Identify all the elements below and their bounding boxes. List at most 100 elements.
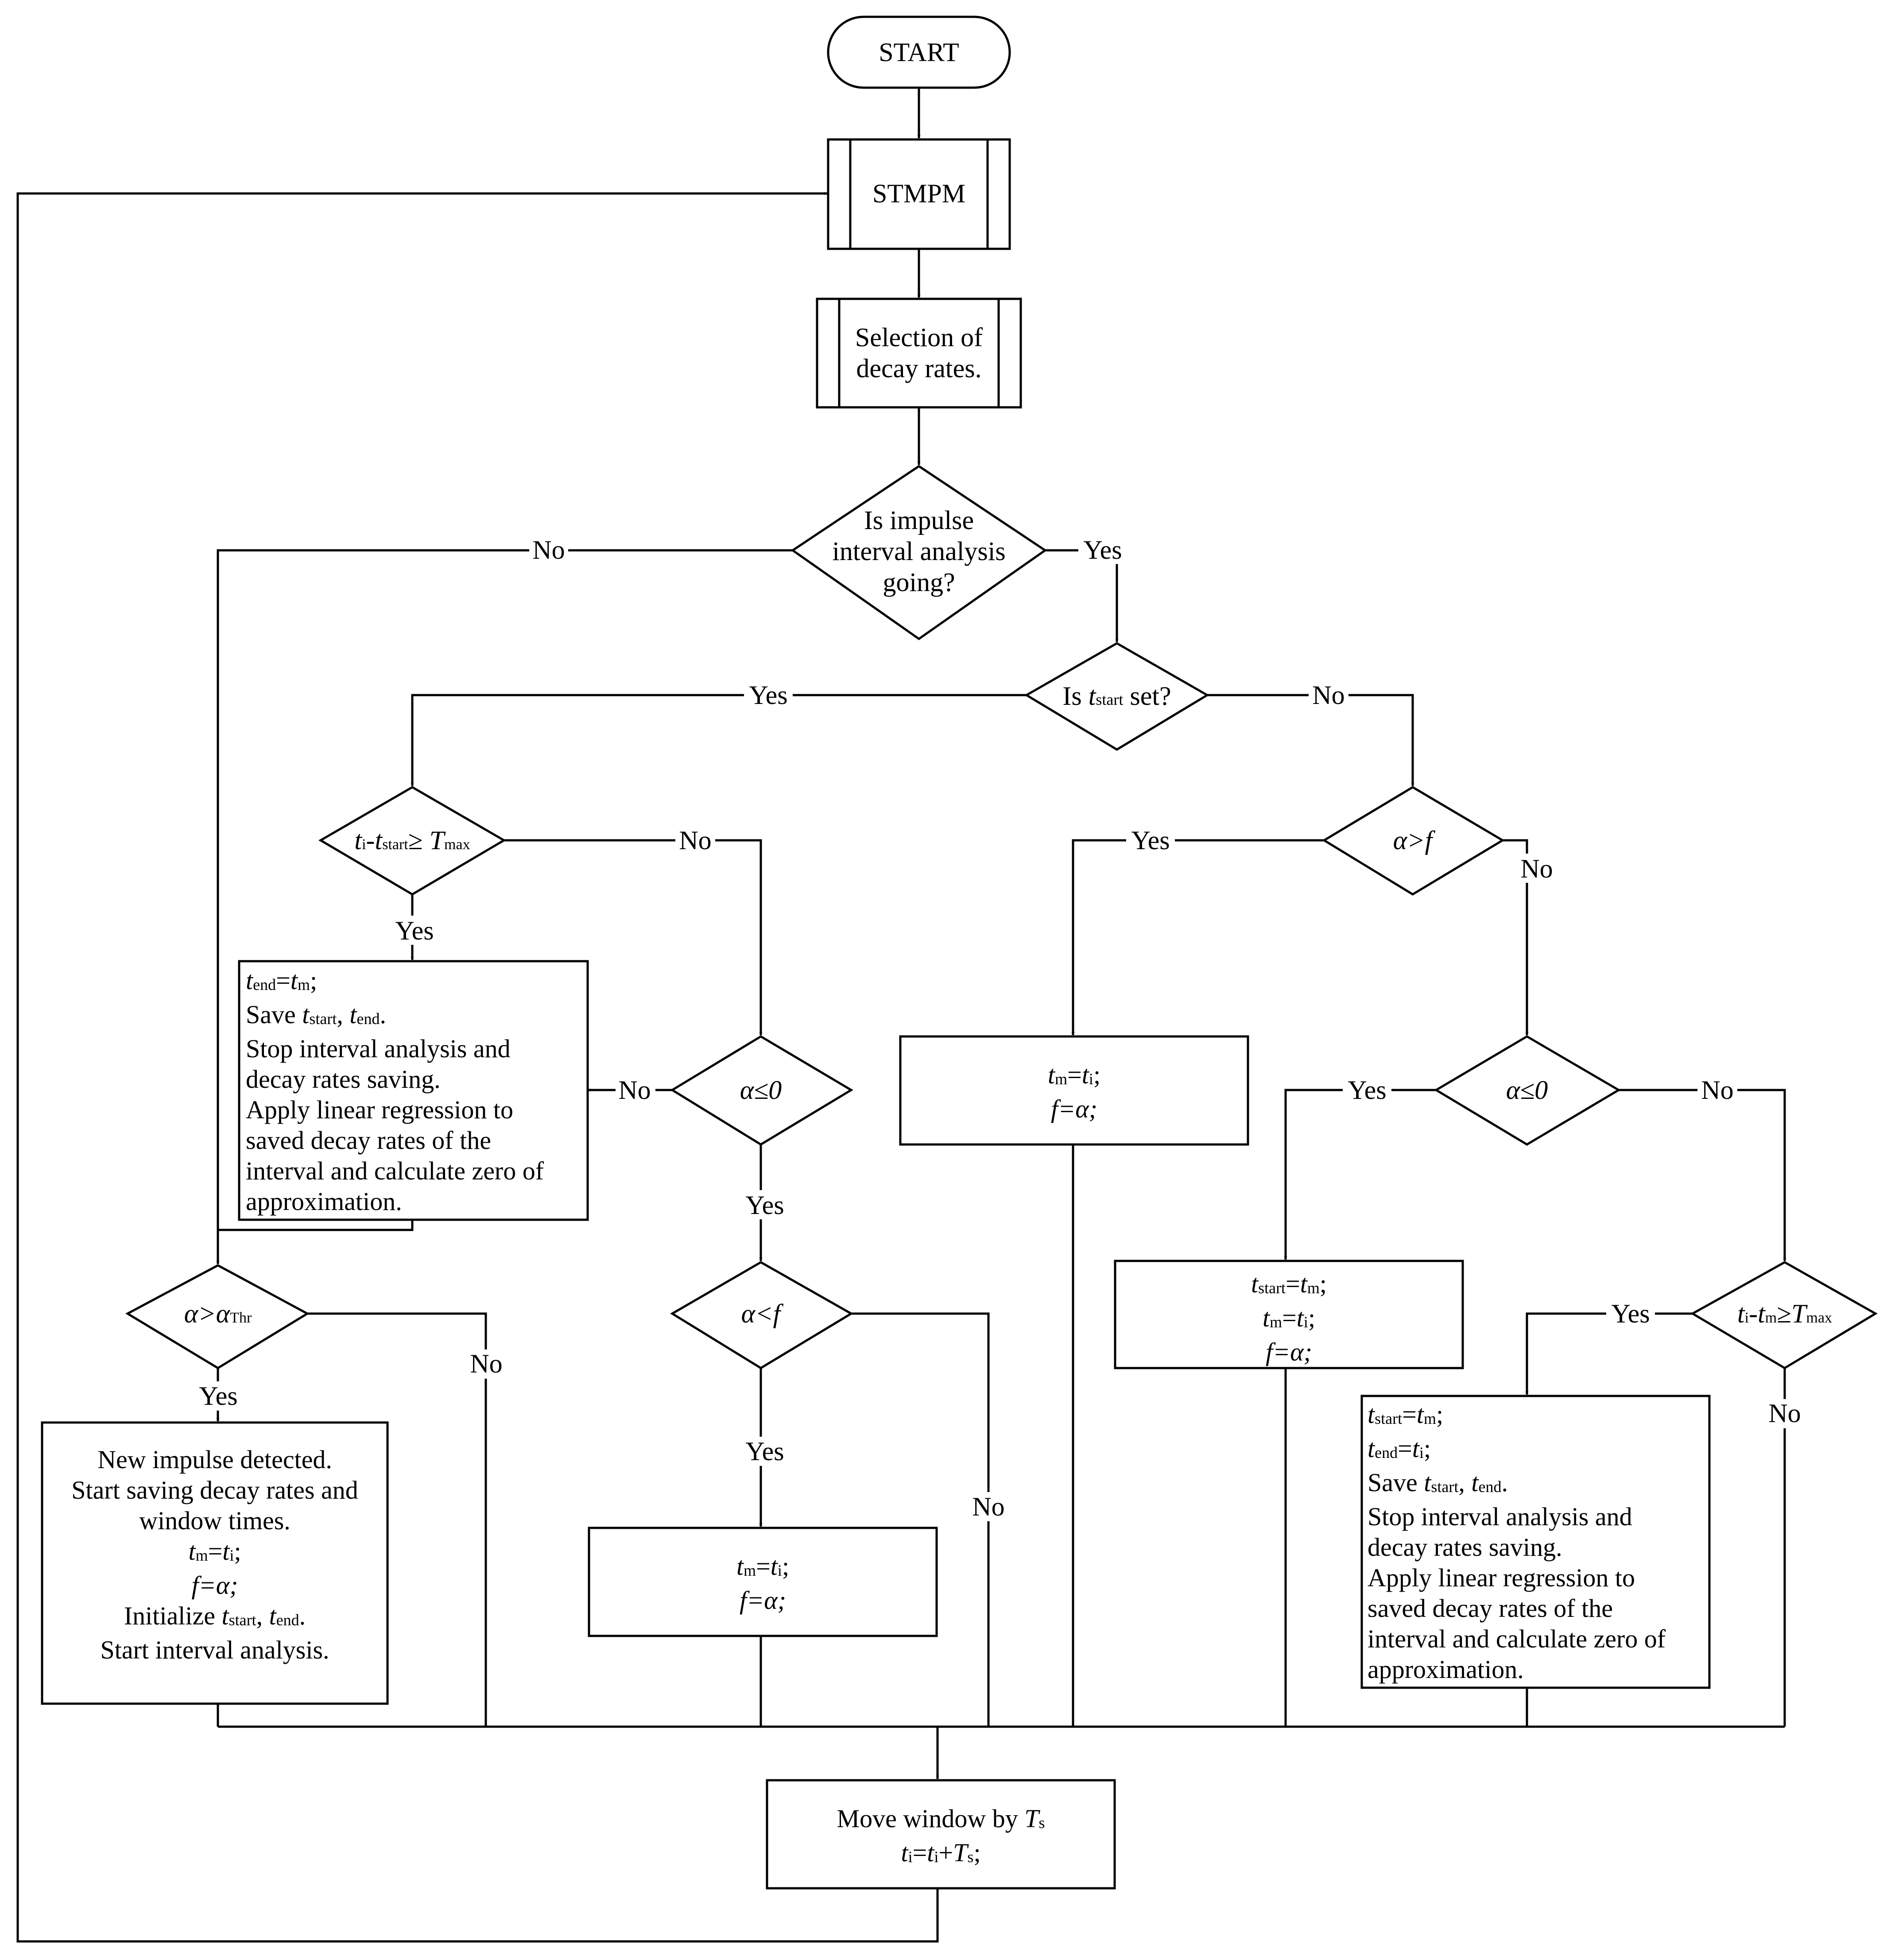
decision-interval-shape xyxy=(790,464,1047,641)
box-tm-ti-mid: tm=ti; f=α; xyxy=(589,1551,937,1616)
decision-interval-line-2: interval analysis xyxy=(832,537,1006,566)
box-tm-ti-center-line-2: f=α; xyxy=(1050,1094,1097,1123)
line-tstart-no xyxy=(1207,694,1414,786)
box-new-impulse-line-1: New impulse detected. xyxy=(97,1445,332,1474)
box-stop-left-line-5: Apply linear regression to xyxy=(246,1095,514,1124)
label-alpha-lt-f-no: No xyxy=(972,1492,1004,1521)
box-tm-ti-mid-line-1: tm=ti; xyxy=(736,1552,790,1581)
label-interval-no: No xyxy=(532,535,565,564)
decision-alpha-gt-f-shape xyxy=(1322,786,1505,896)
stmpm-label: STMPM xyxy=(872,179,965,208)
label-tmax-left-no: No xyxy=(679,826,711,855)
box-tm-ti-center: tm=ti; f=α; xyxy=(900,1059,1248,1124)
box-stop-left-line-8: approximation. xyxy=(246,1187,402,1216)
decision-alpha-le0-left-label: α≤0 xyxy=(740,1075,782,1105)
box-tstart-tm-line-1: tstart=tm; xyxy=(1251,1269,1327,1298)
box-stop-right-line-5: decay rates saving. xyxy=(1368,1533,1562,1562)
box-move-window: Move window by Ts ti=ti+Ts; xyxy=(767,1803,1115,1871)
box-stop-right-line-7: saved decay rates of the xyxy=(1368,1594,1613,1623)
line-alpha-gt-f-yes xyxy=(1071,839,1324,1035)
box-new-impulse-line-5: f=α; xyxy=(191,1571,238,1600)
box-new-impulse-shape xyxy=(41,1421,389,1705)
box-tstart-shape xyxy=(1114,1260,1464,1369)
box-stop-right-line-2: tend=ti; xyxy=(1368,1434,1431,1463)
box-new-impulse-line-2: Start saving decay rates and xyxy=(71,1476,358,1504)
box-stop-right-shape xyxy=(1360,1395,1711,1689)
selection-line-1: Selection of xyxy=(855,323,983,352)
label-alpha-gt-f-no: No xyxy=(1520,854,1553,883)
line-interval-no xyxy=(216,549,793,1264)
decision-alpha-le0-right-shape xyxy=(1434,1035,1621,1146)
stmpm-process xyxy=(827,138,1011,250)
branch-labels: No Yes Yes No No Yes Yes No No Yes Yes N… xyxy=(195,535,1805,1521)
label-tmax-right-yes: Yes xyxy=(1611,1299,1650,1328)
label-alpha-le0-right-no: No xyxy=(1701,1075,1733,1105)
box-new-impulse-line-4: tm=ti; xyxy=(188,1537,241,1566)
box-tm-ti-mid-line-2: f=α; xyxy=(739,1586,786,1615)
decision-alpha-gt-f-label: α>f xyxy=(1393,826,1436,855)
box-move-line-2: ti=ti+Ts; xyxy=(901,1838,981,1867)
box-stop-right-line-9: approximation. xyxy=(1368,1655,1524,1684)
decision-alpha-le0-left-shape xyxy=(670,1035,853,1146)
label-alpha-gt-f-yes: Yes xyxy=(1131,826,1170,855)
decision-alpha-le0-right-label: α≤0 xyxy=(1506,1075,1548,1105)
selection-process xyxy=(816,298,1022,409)
label-alpha-thr-no: No xyxy=(470,1349,502,1378)
decision-tmax-left-label: ti-tstart≥ Tmax xyxy=(354,826,470,855)
box-stop-right-line-1: tstart=tm; xyxy=(1368,1400,1444,1429)
box-stop-left-line-2: Save tstart, tend. xyxy=(246,1000,386,1029)
start-label: START xyxy=(879,38,959,67)
box-move-line-1: Move window by Ts xyxy=(837,1804,1045,1833)
decision-alpha-thr-label: α>αThr xyxy=(184,1299,252,1328)
line-alpha-thr-no xyxy=(307,1312,487,1727)
box-tstart-tm-line-2: tm=ti; xyxy=(1262,1303,1316,1332)
start-terminal xyxy=(827,15,1011,89)
box-stop-right-line-3: Save tstart, tend. xyxy=(1368,1468,1508,1497)
shapes xyxy=(41,15,1878,1890)
label-interval-yes: Yes xyxy=(1083,535,1122,564)
label-alpha-le0-right-yes: Yes xyxy=(1348,1075,1386,1105)
box-stop-left-line-3: Stop interval analysis and xyxy=(246,1034,511,1063)
decision-alpha-lt-f-label: α<f xyxy=(741,1299,784,1328)
label-alpha-thr-yes: Yes xyxy=(199,1381,237,1411)
label-tmax-right-no: No xyxy=(1768,1399,1801,1428)
box-new-impulse: New impulse detected. Start saving decay… xyxy=(42,1444,387,1665)
box-new-impulse-line-3: window times. xyxy=(139,1506,291,1535)
line-alpha-gt-f-no xyxy=(1503,839,1529,1035)
line-tmax-left-no xyxy=(504,839,763,1035)
decision-tmax-right-shape xyxy=(1690,1261,1878,1369)
decision-tmax-right-label: ti-tm≥Tmax xyxy=(1737,1299,1832,1328)
decision-tstart-label: Is tstart set? xyxy=(1062,681,1171,711)
line-alpha-lt-f-no xyxy=(851,1312,990,1727)
loop-back-line xyxy=(16,192,939,1943)
box-stop-right-line-4: Stop interval analysis and xyxy=(1368,1502,1632,1531)
box-move-shape xyxy=(766,1779,1116,1890)
box-tstart-tm-line-3: f=α; xyxy=(1265,1338,1312,1366)
label-tstart-yes: Yes xyxy=(749,680,787,710)
line-alpha-le0-right-yes xyxy=(1284,1089,1436,1260)
decision-alpha-lt-f-shape xyxy=(670,1261,853,1369)
selection-line-2: decay rates. xyxy=(856,354,981,383)
label-tmax-left-yes: Yes xyxy=(395,916,434,945)
box-tstart-tm: tstart=tm; tm=ti; f=α; xyxy=(1115,1268,1463,1367)
box-new-impulse-line-7: Start interval analysis. xyxy=(100,1635,329,1664)
decision-interval-line-1: Is impulse xyxy=(864,506,974,535)
box-stop-right-line-6: Apply linear regression to xyxy=(1368,1563,1635,1592)
decision-tmax-left-shape xyxy=(318,786,506,896)
box-stop-left-line-4: decay rates saving. xyxy=(246,1065,441,1094)
box-stop-left: tend=tm; Save tstart, tend. Stop interva… xyxy=(246,965,585,1217)
box-stop-left-line-1: tend=tm; xyxy=(246,966,318,995)
box-stop-left-line-7: interval and calculate zero of xyxy=(246,1156,544,1185)
box-stop-left-shape xyxy=(238,960,589,1221)
label-tstart-no: No xyxy=(1312,680,1344,710)
box-stop-right-line-8: interval and calculate zero of xyxy=(1368,1624,1666,1653)
box-stop-left-line-6: saved decay rates of the xyxy=(246,1126,491,1155)
box-stop-right: tstart=tm; tend=ti; Save tstart, tend. S… xyxy=(1368,1399,1706,1685)
box-tm-mid-shape xyxy=(588,1527,938,1637)
decision-interval-line-3: going? xyxy=(883,568,955,597)
box-tm-ti-center-line-1: tm=ti; xyxy=(1047,1060,1101,1089)
box-new-impulse-line-6: Initialize tstart, tend. xyxy=(124,1601,306,1630)
label-alpha-le0-left-yes: Yes xyxy=(745,1191,784,1220)
label-alpha-lt-f-yes: Yes xyxy=(745,1437,784,1466)
